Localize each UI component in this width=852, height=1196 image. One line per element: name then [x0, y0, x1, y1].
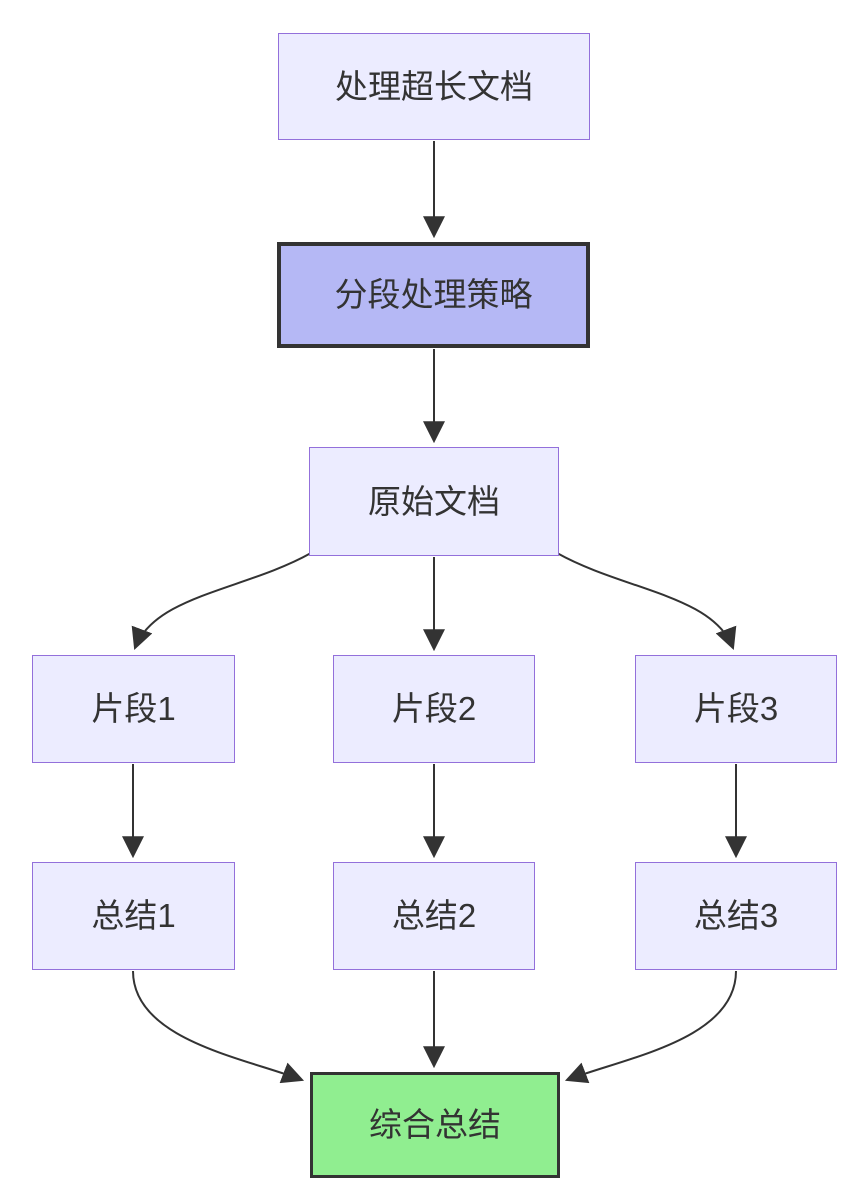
node-summary-2: 总结2: [333, 862, 535, 970]
node-label: 总结3: [693, 897, 779, 935]
node-fragment-3: 片段3: [635, 655, 837, 763]
node-combined-summary: 综合总结: [310, 1072, 560, 1178]
node-process-long-document: 处理超长文档: [278, 33, 590, 140]
node-fragment-2: 片段2: [333, 655, 535, 763]
node-summary-3: 总结3: [635, 862, 837, 970]
edge-original-to-fragment-3: [556, 552, 737, 651]
node-segmentation-strategy: 分段处理策略: [277, 242, 590, 348]
edge-summary-3-to-combined: [564, 970, 737, 1084]
node-label: 分段处理策略: [334, 276, 533, 314]
node-summary-1: 总结1: [32, 862, 235, 970]
node-label: 处理超长文档: [335, 67, 533, 105]
node-label: 综合总结: [369, 1106, 501, 1144]
edge-original-to-fragment-1: [131, 552, 312, 651]
node-label: 总结2: [391, 897, 477, 935]
node-fragment-1: 片段1: [32, 655, 235, 763]
node-label: 总结1: [91, 897, 176, 935]
node-original-document: 原始文档: [309, 447, 559, 556]
node-label: 片段2: [391, 690, 477, 728]
node-label: 片段1: [91, 690, 176, 728]
node-label: 原始文档: [368, 482, 500, 520]
edge-summary-1-to-combined: [132, 970, 305, 1084]
node-label: 片段3: [693, 690, 779, 728]
